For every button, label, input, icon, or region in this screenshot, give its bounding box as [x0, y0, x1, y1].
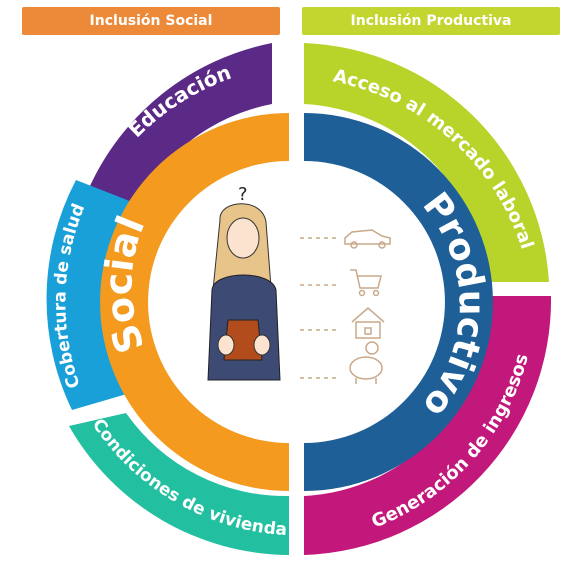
header-inclusion-social: Inclusión Social [22, 7, 280, 35]
header-inclusion-productiva: Inclusión Productiva [302, 7, 560, 35]
question-mark-icon: ? [238, 184, 248, 205]
inner-ring-social [100, 113, 289, 491]
segment-mercado-laboral [304, 43, 549, 282]
inner-ring-productivo [304, 113, 493, 491]
woman-with-wallet-illustration: ? [207, 184, 281, 381]
header-inclusion-social-label: Inclusión Social [89, 13, 213, 29]
dashed-connectors [300, 237, 340, 379]
center-area [156, 162, 436, 442]
car-icon [344, 229, 391, 249]
piggy-bank-icon [349, 341, 383, 384]
shopping-cart-icon [350, 269, 382, 297]
segment-condiciones-vivienda [69, 413, 289, 555]
segment-educacion [88, 43, 272, 214]
header-inclusion-productiva-label: Inclusión Productiva [350, 13, 512, 29]
segment-generacion-ingresos [304, 296, 552, 555]
house-icon [351, 307, 385, 339]
